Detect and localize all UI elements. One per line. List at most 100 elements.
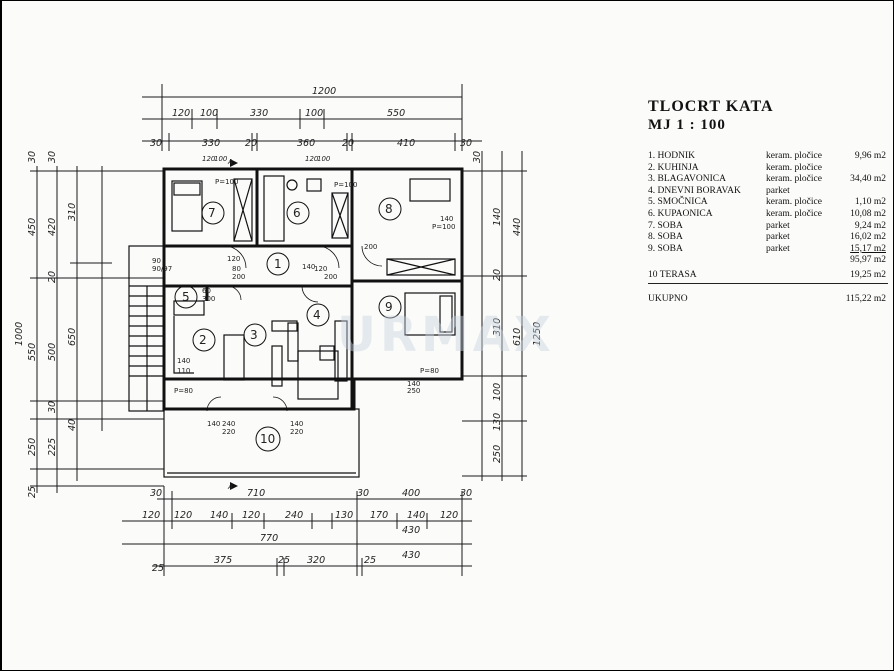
plan-label: 140 bbox=[290, 420, 303, 428]
room-material: parket bbox=[766, 220, 790, 231]
legend-row: 5. SMOČNICA keram. pločice 1,10 m2 bbox=[648, 197, 888, 209]
legend-divider bbox=[648, 282, 888, 284]
plan-label: 140 bbox=[207, 420, 220, 428]
room-number-9: 9 bbox=[385, 300, 393, 314]
plan-label: 220 bbox=[222, 428, 235, 436]
dim-top-row1: 100 bbox=[305, 108, 323, 119]
dim-left-outer: 30 bbox=[27, 151, 38, 163]
dim-bottom-row1: 30 bbox=[357, 488, 369, 499]
dim-top-opening: 120 bbox=[202, 155, 216, 163]
dim-left-mid: 650 bbox=[67, 328, 78, 346]
legend-row: 8. SOBA parket 16,02 m2 bbox=[648, 232, 888, 244]
legend-row: 2. KUHINJA keram. pločice bbox=[648, 163, 888, 175]
room-name: SOBA bbox=[657, 243, 683, 254]
legend-subtotal-row: 95,97 m2 bbox=[648, 255, 888, 267]
plan-label: 60 bbox=[202, 287, 211, 295]
room-num: 2. bbox=[648, 162, 656, 173]
dim-bottom-row2: 120 bbox=[174, 510, 192, 521]
dim-bottom-row3: 375 bbox=[214, 555, 232, 566]
dim-top-opening: 100 bbox=[214, 155, 228, 163]
room-name: HODNIK bbox=[657, 151, 695, 161]
legend-row: 4. DNEVNI BORAVAK parket bbox=[648, 186, 888, 198]
room-number-10: 10 bbox=[260, 432, 275, 446]
room-material: parket bbox=[766, 185, 790, 196]
dim-top-row2: 20 bbox=[342, 138, 354, 149]
dim-top-row1: 120 bbox=[172, 108, 190, 119]
dim-bottom-row2: 120 bbox=[440, 510, 458, 521]
dim-bottom-row2: 140 bbox=[210, 510, 228, 521]
plan-label: 80 bbox=[232, 265, 241, 273]
plan-label: 140 bbox=[302, 263, 315, 271]
dim-right-inner: 250 bbox=[492, 445, 503, 463]
room-name: KUHINJA bbox=[657, 162, 699, 173]
room-area: 34,40 m2 bbox=[850, 174, 886, 185]
room-num: 4. bbox=[648, 185, 656, 196]
dim-right-inner: 140 bbox=[492, 208, 503, 226]
room-area: 16,02 m2 bbox=[850, 232, 886, 243]
legend-row: 1. HODNIK keram. pločice 9,96 m2 bbox=[648, 151, 888, 163]
watermark: URMAX bbox=[337, 307, 555, 363]
room-num: 10 bbox=[648, 269, 658, 280]
dim-left-inner: 20 bbox=[47, 271, 58, 283]
room-num: 1. bbox=[648, 151, 656, 161]
room-num: 7. bbox=[648, 220, 656, 231]
dim-right-mid: 610 bbox=[512, 328, 523, 346]
plan-label: 220 bbox=[290, 428, 303, 436]
dim-bottom-row3: 320 bbox=[307, 555, 325, 566]
room-material: parket bbox=[766, 243, 790, 254]
room-number-5: 5 bbox=[182, 290, 190, 304]
dim-left-inner: 225 bbox=[47, 438, 58, 456]
room-num: 9. bbox=[648, 243, 656, 254]
dim-bottom-row1: 30 bbox=[460, 488, 472, 499]
room-area bbox=[844, 186, 886, 198]
room-material: keram. pločice bbox=[766, 151, 822, 161]
dim-right-outer: 1250 bbox=[532, 322, 543, 346]
room-name: KUPAONICA bbox=[657, 208, 713, 219]
plan-label: 120 bbox=[227, 255, 240, 263]
dim-bottom-row2: 120 bbox=[142, 510, 160, 521]
plan-label: 110 bbox=[177, 367, 190, 375]
dim-right-mid: 440 bbox=[512, 218, 523, 236]
dim-bottom-overall: 770 bbox=[260, 533, 278, 544]
terrace-area: 19,25 m2 bbox=[850, 269, 886, 280]
plan-label: P=100 bbox=[334, 181, 357, 189]
dim-right-inner: 130 bbox=[492, 413, 503, 431]
room-area: 10,08 m2 bbox=[850, 208, 886, 219]
plan-label: 140 bbox=[407, 380, 420, 388]
plan-label: 120 bbox=[314, 265, 327, 273]
dim-right-inner: 100 bbox=[492, 383, 503, 401]
dim-right-inner: 20 bbox=[492, 269, 503, 281]
room-number-8: 8 bbox=[385, 202, 393, 216]
dim-left-outer: 25 bbox=[27, 486, 38, 498]
dim-left-overall: 1000 bbox=[14, 322, 25, 346]
room-area: 1,10 m2 bbox=[854, 197, 886, 208]
dim-top-row2: 330 bbox=[202, 138, 220, 149]
dim-bottom-row1: 30 bbox=[150, 488, 162, 499]
section-mark: A bbox=[227, 483, 233, 491]
dim-top-opening: 100 bbox=[317, 155, 331, 163]
room-num: 8. bbox=[648, 232, 656, 243]
room-name: TERASA bbox=[659, 269, 697, 280]
plan-label: 90/97 bbox=[152, 265, 172, 273]
room-number-6: 6 bbox=[293, 206, 301, 220]
dim-left-inner: 420 bbox=[47, 218, 58, 236]
dim-top-row1: 550 bbox=[387, 108, 405, 119]
room-name: DNEVNI BORAVAK bbox=[657, 185, 741, 196]
dim-left-outer: 450 bbox=[27, 218, 38, 236]
room-area bbox=[844, 163, 886, 175]
room-num: 6. bbox=[648, 208, 656, 219]
room-material: keram. pločice bbox=[766, 197, 822, 208]
room-name: BLAGAVONICA bbox=[657, 174, 726, 185]
room-number-3: 3 bbox=[250, 328, 258, 342]
plan-label: 140 bbox=[440, 215, 453, 223]
dim-left-inner: 30 bbox=[47, 151, 58, 163]
room-name: SOBA bbox=[657, 220, 683, 231]
dim-bottom-row2: 120 bbox=[242, 510, 260, 521]
dim-top-row1: 330 bbox=[250, 108, 268, 119]
legend-row: 3. BLAGAVONICA keram. pločice 34,40 m2 bbox=[648, 174, 888, 186]
dim-right-outer: 30 bbox=[472, 151, 483, 163]
legend-row: 6. KUPAONICA keram. pločice 10,08 m2 bbox=[648, 209, 888, 221]
dim-bottom-row2: 130 bbox=[335, 510, 353, 521]
legend-row: 9. SOBA parket 15,17 m2 bbox=[648, 244, 888, 256]
